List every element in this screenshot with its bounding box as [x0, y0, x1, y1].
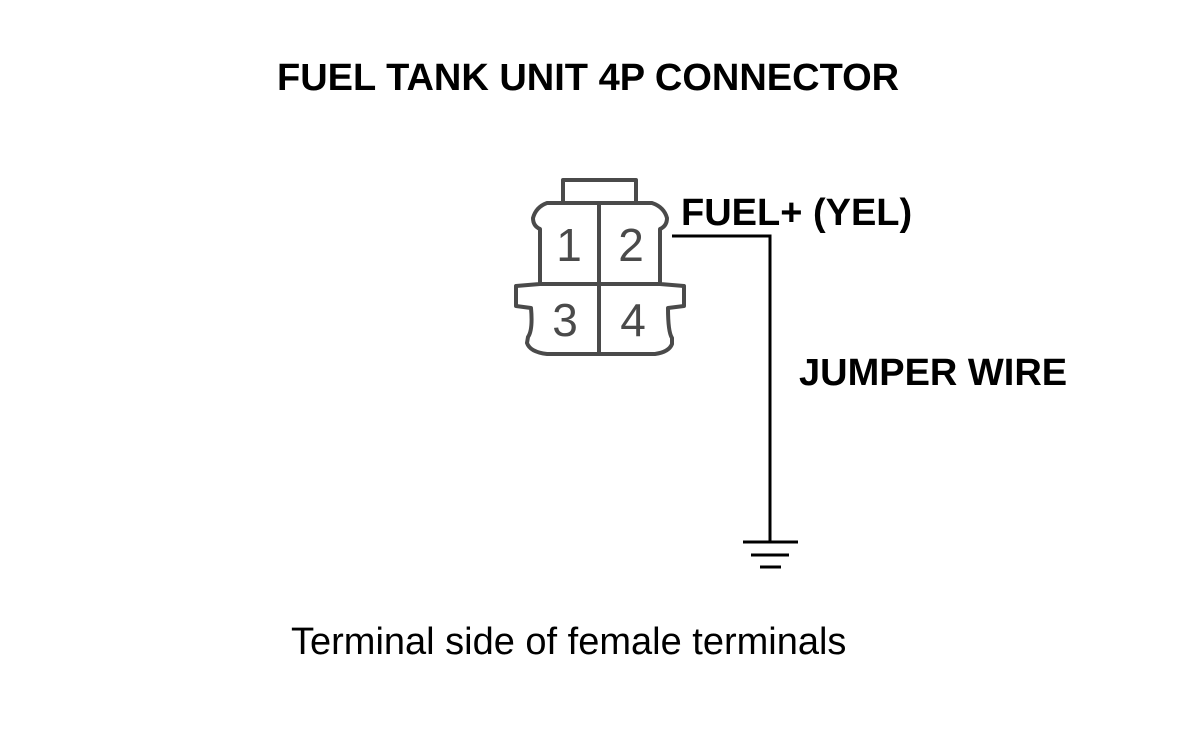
wire-label: FUEL+ (YEL) [681, 192, 913, 234]
pin-1-label: 1 [556, 219, 582, 271]
pin-4-label: 4 [620, 294, 646, 346]
pin-2-label: 2 [618, 219, 644, 271]
jumper-wire-label: JUMPER WIRE [799, 352, 1068, 394]
diagram-caption: Terminal side of female terminals [291, 621, 847, 663]
connector-latch [561, 178, 638, 203]
pin-3-label: 3 [552, 294, 578, 346]
connector-4p [514, 178, 686, 356]
jumper-wire [672, 234, 772, 541]
diagram-title: FUEL TANK UNIT 4P CONNECTOR [277, 57, 900, 99]
ground-symbol [743, 540, 798, 569]
connector-housing [514, 201, 686, 356]
